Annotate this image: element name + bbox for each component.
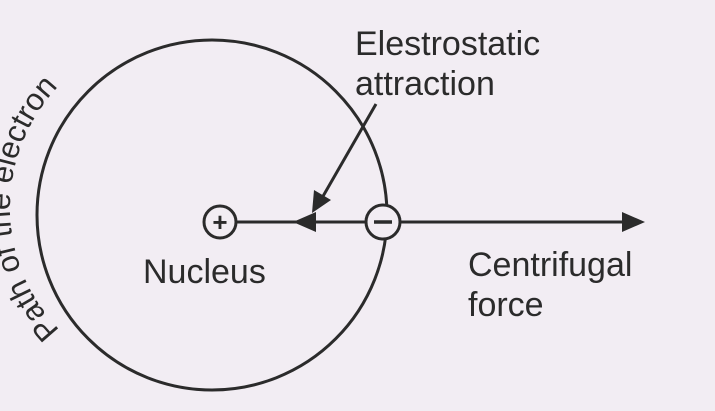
centrifugal-label-line1: Centrifugal — [468, 246, 632, 284]
attraction-label-line1: Elestrostatic — [355, 25, 540, 63]
nucleus-symbol — [202, 204, 238, 240]
attraction-pointer-line — [320, 103, 378, 199]
nucleus-label: Nucleus — [143, 253, 266, 291]
attraction-arrowhead — [293, 212, 316, 232]
attraction-label-line2: attraction — [355, 65, 495, 103]
attraction-pointer-arrowhead — [312, 190, 331, 213]
centrifugal-arrowhead — [622, 212, 645, 232]
centrifugal-label-line2: force — [468, 286, 544, 324]
plus-icon: + — [212, 207, 227, 237]
electron-charge-text: − — [375, 207, 390, 237]
